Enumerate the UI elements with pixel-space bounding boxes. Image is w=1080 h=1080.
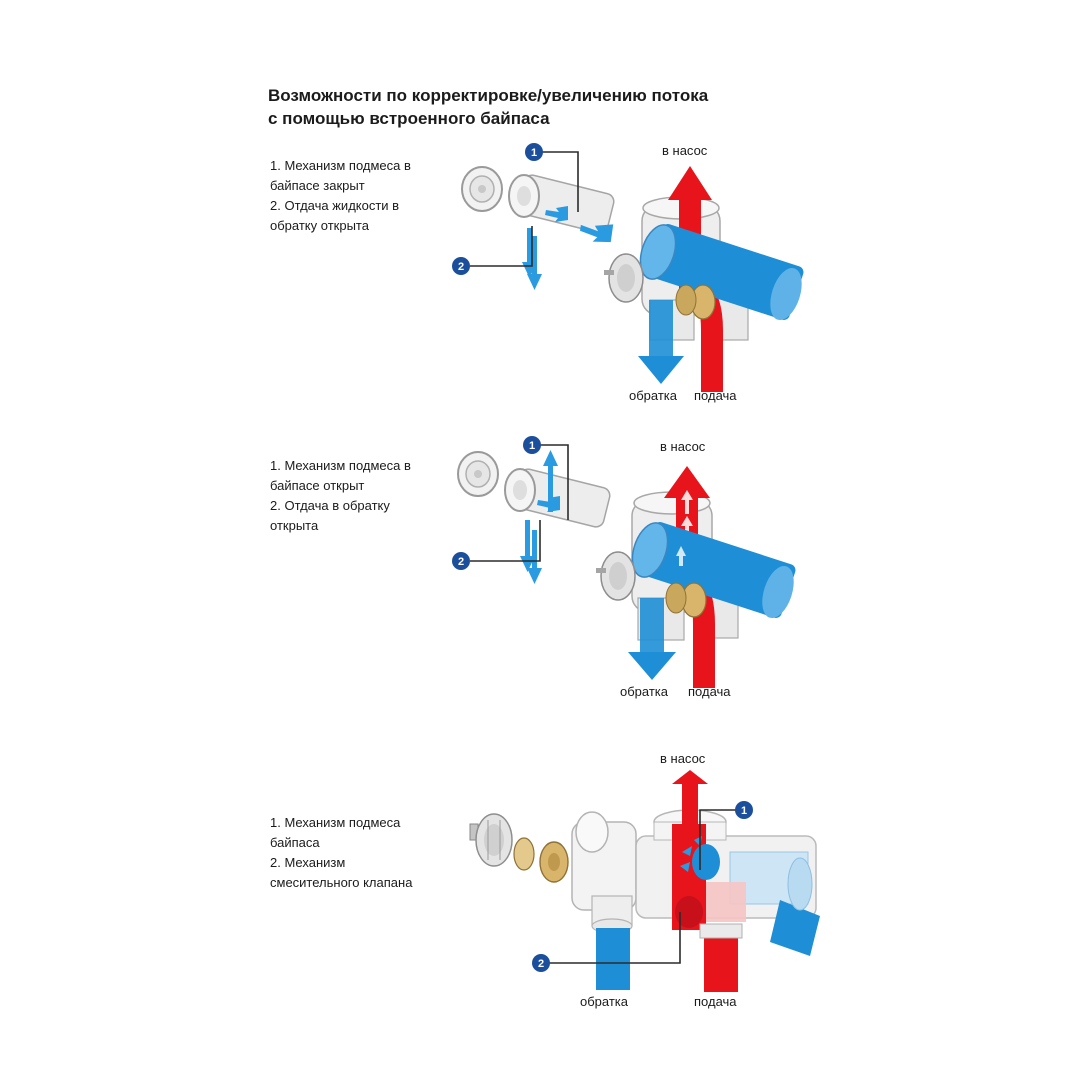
brass-disc <box>665 582 707 618</box>
return-flow <box>596 928 630 990</box>
panel-3-description: 1. Механизм подмеса байпаса 2. Механизм … <box>270 813 412 893</box>
bypass-flow-arrows <box>520 450 560 584</box>
thermostat-cap <box>457 451 499 497</box>
valve-head <box>604 253 644 303</box>
callout-badge-1: 1 <box>525 143 543 161</box>
return-flow-arrow <box>638 300 684 384</box>
bypass-cartridge <box>508 174 615 234</box>
svg-text:2: 2 <box>458 261 464 273</box>
return-pipe <box>639 224 804 321</box>
panel-1-desc-line: 2. Отдача жидкости в <box>270 198 400 213</box>
return-flow-arrow <box>628 598 676 680</box>
panel-2-desc-line: открыта <box>270 518 319 533</box>
panel-3-label-to-pump: в насос <box>660 751 706 766</box>
panel-3-desc-line: 1. Механизм подмеса <box>270 815 401 830</box>
svg-text:2: 2 <box>538 958 544 970</box>
panel-1-desc-line: 1. Механизм подмеса в <box>270 158 411 173</box>
svg-text:2: 2 <box>458 556 464 568</box>
panel-3-label-supply: подача <box>694 994 737 1009</box>
panel-2-valve-illustration: 1 2 <box>452 436 796 688</box>
panel-2-desc-line: байпасе открыт <box>270 478 365 493</box>
thermostat-cap <box>461 166 503 212</box>
svg-text:1: 1 <box>529 440 535 452</box>
svg-text:1: 1 <box>741 805 747 817</box>
valve-body-left <box>571 811 637 934</box>
callout-badge-1: 1 <box>735 801 753 819</box>
bypass-cartridge <box>504 468 611 528</box>
diagram-title: Возможности по корректировке/увеличению … <box>268 84 708 130</box>
panel-1-label-to-pump: в насос <box>662 143 708 158</box>
panel-3-desc-line: байпаса <box>270 835 320 850</box>
valve-head <box>596 551 636 601</box>
panel-3-desc-line: смесительного клапана <box>270 875 413 890</box>
brass-disc <box>675 284 716 320</box>
outlet-pipe <box>729 851 820 956</box>
panel-2-description: 1. Механизм подмеса в байпасе открыт 2. … <box>270 456 411 536</box>
callout-badge-2: 2 <box>452 257 470 275</box>
brass-ring <box>513 837 569 883</box>
title-line-1: Возможности по корректировке/увеличению … <box>268 86 709 105</box>
panel-2-desc-line: 2. Отдача в обратку <box>270 498 390 513</box>
return-pipe <box>631 522 796 619</box>
panel-2-label-return: обратка <box>620 684 669 699</box>
callout-lines <box>470 444 569 562</box>
thermostat-head <box>469 813 513 867</box>
panel-3-desc-line: 2. Механизм <box>270 855 346 870</box>
callout-badge-1: 1 <box>523 436 541 454</box>
callout-badge-2: 2 <box>532 954 550 972</box>
callout-lines <box>470 151 579 267</box>
callout-badge-2: 2 <box>452 552 470 570</box>
callout-lines <box>548 809 736 964</box>
panel-1-label-return: обратка <box>629 388 678 403</box>
title-line-2: с помощью встроенного байпаса <box>268 109 550 128</box>
panel-1-desc-line: байпасе закрыт <box>270 178 365 193</box>
supply-column <box>672 770 743 992</box>
panel-2-desc-line: 1. Механизм подмеса в <box>270 458 411 473</box>
panel-1-desc-line: обратку открыта <box>270 218 369 233</box>
svg-text:1: 1 <box>531 147 537 159</box>
panel-1-valve-illustration: 1 2 <box>452 143 804 392</box>
panel-3-valve-illustration: 1 2 <box>469 770 820 992</box>
panel-2-label-to-pump: в насос <box>660 439 706 454</box>
panel-1-description: 1. Механизм подмеса в байпасе закрыт 2. … <box>270 156 411 236</box>
panel-3-label-return: обратка <box>580 994 629 1009</box>
